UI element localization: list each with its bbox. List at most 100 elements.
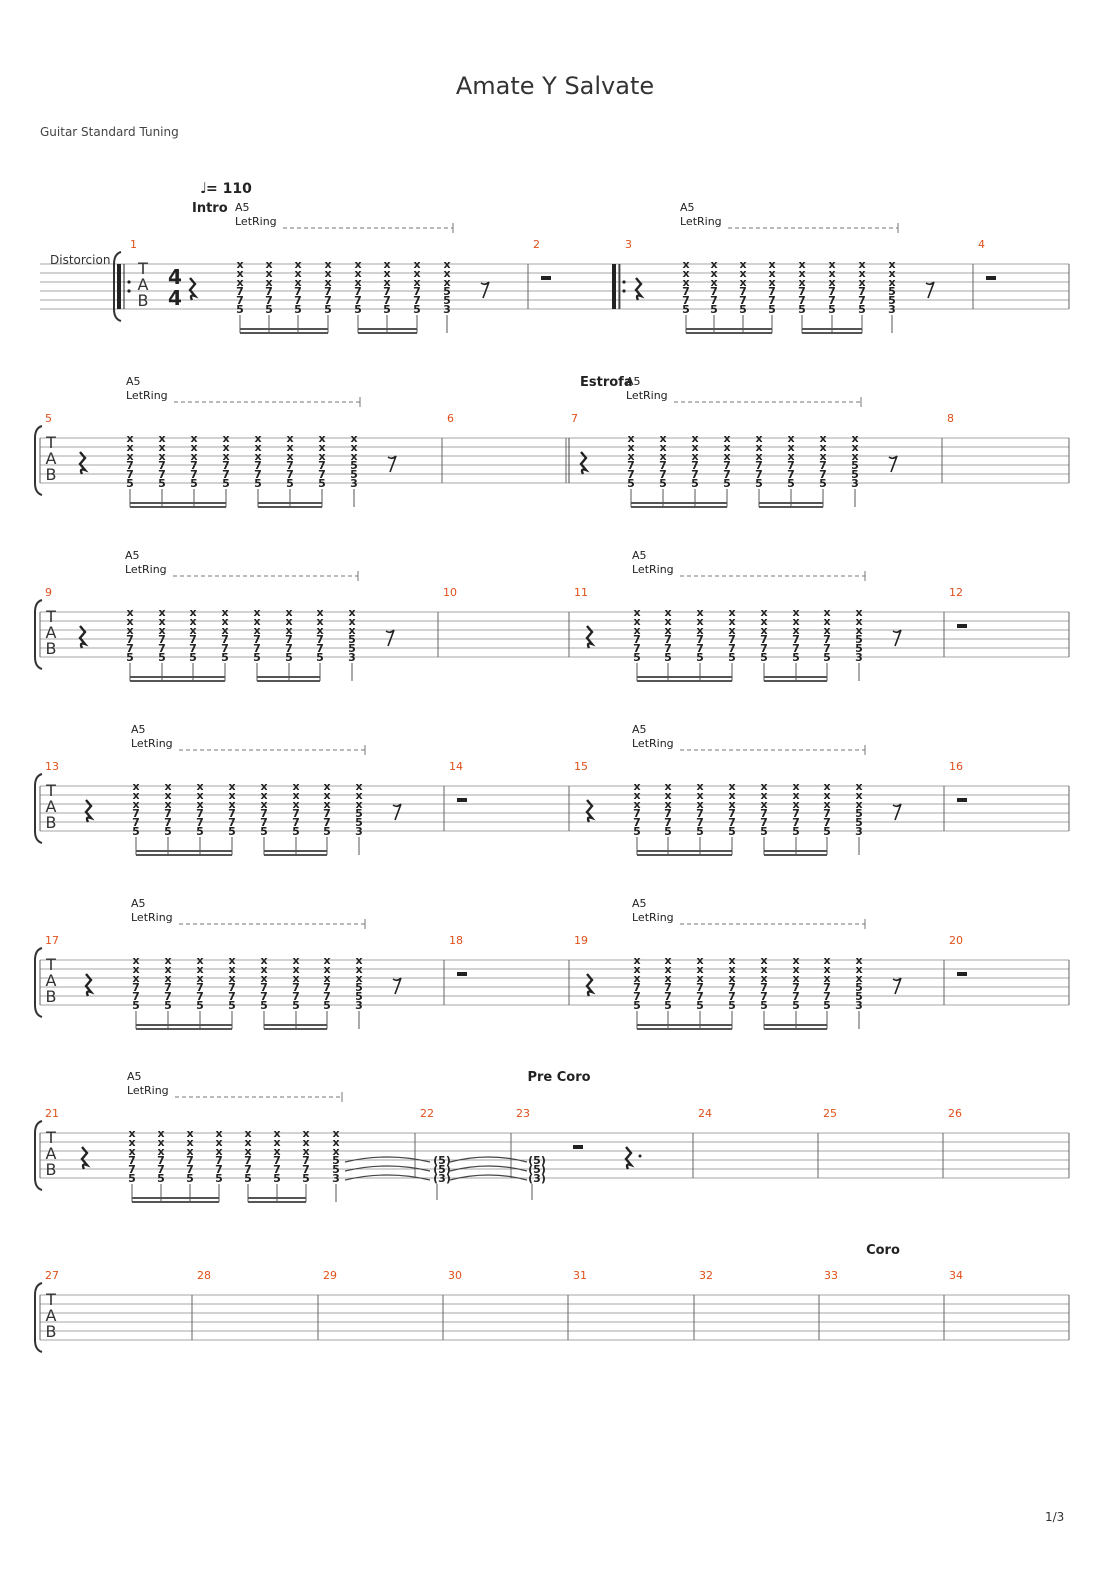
fret-number: 7 [292, 990, 300, 1003]
chord-name: A5 [626, 375, 641, 388]
fret-number: 7 [222, 468, 230, 481]
fret-number: 5 [728, 825, 736, 838]
dead-note: x [855, 972, 862, 985]
chord-name: A5 [125, 549, 140, 562]
dead-note: x [354, 276, 361, 289]
dead-note: x [710, 267, 717, 280]
quarter-rest [78, 451, 89, 475]
dead-note: x [324, 276, 331, 289]
dead-note: x [823, 615, 830, 628]
dead-note: x [316, 615, 323, 628]
dead-note: x [691, 432, 698, 445]
fret-number: 3 [888, 303, 896, 316]
tab-clef-letter: T [45, 607, 56, 626]
tie-arc [344, 1165, 431, 1172]
fret-number: 5 [244, 1172, 252, 1185]
fret-number: 7 [128, 1163, 136, 1176]
fret-number: 7 [323, 816, 331, 829]
dead-note: x [823, 963, 830, 976]
dead-note: x [760, 615, 767, 628]
dead-note: x [633, 789, 640, 802]
fret-number: 7 [798, 285, 806, 298]
dead-note: x [855, 798, 862, 811]
dead-note: x [292, 954, 299, 967]
measure-number: 27 [45, 1269, 59, 1282]
fret-number: 5 [285, 651, 293, 664]
fret-number: 7 [728, 633, 736, 646]
sixteenth-rest [892, 803, 902, 821]
dead-note: x [659, 450, 666, 463]
let-ring-label: LetRing [131, 911, 173, 924]
fret-number: 7 [633, 633, 641, 646]
dead-note: x [228, 972, 235, 985]
dead-note: x [728, 798, 735, 811]
dead-note: x [823, 954, 830, 967]
fret-number: 5 [760, 825, 768, 838]
fret-number: 5 [855, 981, 863, 994]
system-bracket [34, 1120, 43, 1191]
fret-number: 5 [265, 303, 273, 316]
fret-number: 5 [132, 999, 140, 1012]
dead-note: x [164, 972, 171, 985]
dead-note: x [316, 624, 323, 637]
chord-name: A5 [632, 549, 647, 562]
measure-number: 10 [443, 586, 457, 599]
fret-number: 5 [354, 303, 362, 316]
dead-note: x [792, 624, 799, 637]
fret-number: 7 [164, 807, 172, 820]
quarter-rest [80, 1146, 91, 1170]
fret-number: 7 [221, 633, 229, 646]
whole-rest [957, 624, 967, 628]
fret-number: 7 [228, 807, 236, 820]
dead-note: x [323, 954, 330, 967]
dead-note: x [696, 789, 703, 802]
dead-note: x [332, 1145, 339, 1158]
fret-number: 5 [164, 825, 172, 838]
fret-number: 5 [348, 642, 356, 655]
fret-number: 7 [260, 981, 268, 994]
dead-note: x [332, 1127, 339, 1140]
fret-number: 5 [350, 459, 358, 472]
measure-number: 20 [949, 934, 963, 947]
chord-name: A5 [131, 723, 146, 736]
fret-number: 7 [265, 294, 273, 307]
fret-number: 7 [260, 816, 268, 829]
dead-note: x [158, 432, 165, 445]
dead-note: x [792, 780, 799, 793]
dead-note: x [236, 276, 243, 289]
fret-number: 7 [273, 1154, 281, 1167]
dead-note: x [348, 615, 355, 628]
measure-number: 24 [698, 1107, 712, 1120]
fret-number: 5 [324, 303, 332, 316]
dead-note: x [823, 972, 830, 985]
repeat-dot [622, 280, 626, 284]
dead-note: x [710, 258, 717, 271]
fret-number: 3 [851, 477, 859, 490]
dead-note: x [696, 798, 703, 811]
dead-note: x [819, 432, 826, 445]
dead-note: x [285, 615, 292, 628]
dead-note: x [253, 615, 260, 628]
dead-note: x [294, 258, 301, 271]
dead-note: x [664, 624, 671, 637]
fret-number: 7 [768, 285, 776, 298]
dead-note: x [265, 276, 272, 289]
dead-note: x [855, 615, 862, 628]
time-signature-top: 4 [168, 265, 182, 289]
fret-number: 3 [350, 477, 358, 490]
fret-number: 7 [236, 285, 244, 298]
dead-note: x [792, 606, 799, 619]
tab-clef-letter: A [46, 1306, 57, 1325]
dead-note: x [888, 276, 895, 289]
dead-note: x [413, 258, 420, 271]
tied-fret-number: (3) [433, 1172, 451, 1185]
dead-note: x [855, 963, 862, 976]
dead-note: x [158, 441, 165, 454]
section-label: Pre Coro [527, 1070, 590, 1085]
fret-number: 5 [760, 999, 768, 1012]
fret-number: 5 [286, 477, 294, 490]
dead-note: x [823, 780, 830, 793]
tab-clef-letter: A [46, 971, 57, 990]
fret-number: 5 [851, 459, 859, 472]
fret-number: 7 [728, 807, 736, 820]
